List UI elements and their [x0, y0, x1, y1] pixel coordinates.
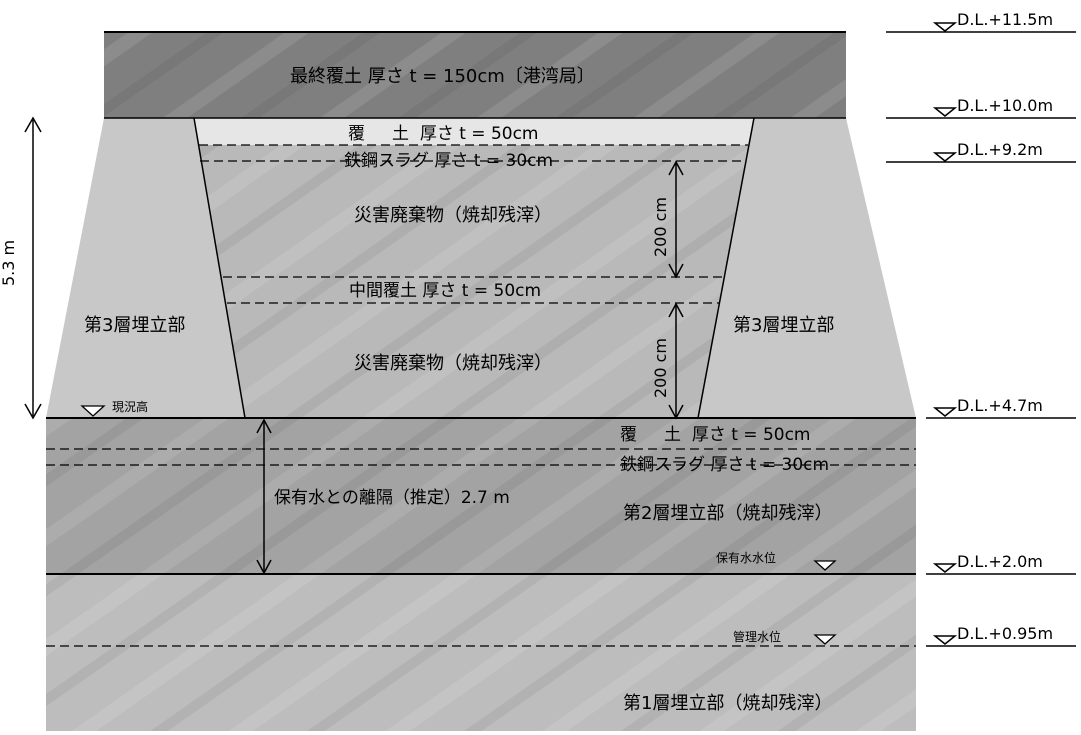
dim-lower200-arrowhead-bottom-icon — [668, 404, 684, 420]
waste-lower-label: 災害廃棄物（焼却残滓） — [354, 353, 552, 374]
elevation-markers — [886, 22, 1076, 647]
final-cover-label: 最終覆土 厚さ t = 150cm〔港湾局〕 — [290, 66, 595, 87]
dimension-arrows — [24, 116, 684, 575]
layer2-label: 第2層埋立部（焼却残滓） — [623, 503, 832, 524]
level-label-11-5: D.L.+11.5m — [957, 10, 1053, 29]
elev-triangle-20-icon — [932, 563, 958, 573]
layer1-label: 第1層埋立部（焼却残滓） — [623, 693, 832, 714]
layer3-right-label: 第3層埋立部 — [733, 315, 834, 336]
current-height-label: 現況高 — [112, 399, 148, 414]
layer3-right-area — [698, 118, 916, 418]
layer1-texture — [46, 574, 916, 731]
layer3-left-label: 第3層埋立部 — [84, 315, 185, 336]
managed-water-label: 管理水位 — [733, 629, 781, 644]
layer3-left-area — [46, 118, 245, 418]
final-cover-texture — [104, 32, 846, 118]
lower-200-label: 200 cm — [651, 338, 670, 398]
dim-upper200-arrowhead-top-icon — [668, 160, 684, 176]
level-label-10-0: D.L.+10.0m — [957, 96, 1053, 115]
level-label-9-2: D.L.+9.2m — [957, 140, 1043, 159]
cover-band-top — [194, 118, 754, 145]
elev-triangle-47-icon — [932, 407, 958, 417]
dim-upper200-arrowhead-bottom-icon — [668, 263, 684, 279]
slag-l2-label: 鉄鋼スラグ 厚さ t = 30cm — [620, 455, 829, 475]
dashed-lines — [46, 144, 916, 647]
upper-200-label: 200 cm — [651, 197, 670, 257]
cover-top-label: 覆 土 厚さ t = 50cm — [348, 124, 539, 144]
retained-water-triangle-icon — [813, 560, 837, 571]
waste-texture — [194, 118, 754, 418]
level-label-4-7: D.L.+4.7m — [957, 396, 1043, 415]
slag-top-label: 鉄鋼スラグ 厚さ t = 30cm — [344, 151, 553, 171]
elev-triangle-095-icon — [932, 635, 958, 645]
level-label-2-0: D.L.+2.0m — [957, 552, 1043, 571]
mid-cover-label: 中間覆土 厚さ t = 50cm — [349, 281, 541, 301]
dim-separation-arrowhead-top-icon — [256, 418, 272, 434]
level-label-0-95: D.L.+0.95m — [957, 624, 1053, 643]
dim-total-arrowhead-top-icon — [24, 116, 42, 133]
current-height-triangle-icon — [80, 405, 106, 417]
dim-separation-arrowhead-bottom-icon — [256, 559, 272, 575]
separation-label: 保有水との離隔（推定）2.7 m — [274, 488, 510, 508]
dim-total-arrowhead-bottom-icon — [24, 403, 42, 420]
dim-lower200-arrowhead-top-icon — [668, 302, 684, 318]
layer2-texture — [46, 418, 916, 574]
trapezoid-right-edge — [697, 117, 755, 419]
cover-l2-label: 覆 土 厚さ t = 50cm — [620, 425, 811, 445]
total-height-label: 5.3 m — [0, 240, 18, 286]
elev-triangle-92-icon — [932, 152, 958, 162]
elev-triangle-100-icon — [932, 107, 958, 117]
waste-upper-label: 災害廃棄物（焼却残滓） — [354, 205, 552, 226]
retained-water-label: 保有水水位 — [716, 550, 776, 565]
trapezoid-left-edge — [193, 117, 246, 419]
managed-water-triangle-icon — [813, 634, 837, 645]
elev-triangle-115-icon — [932, 22, 958, 32]
